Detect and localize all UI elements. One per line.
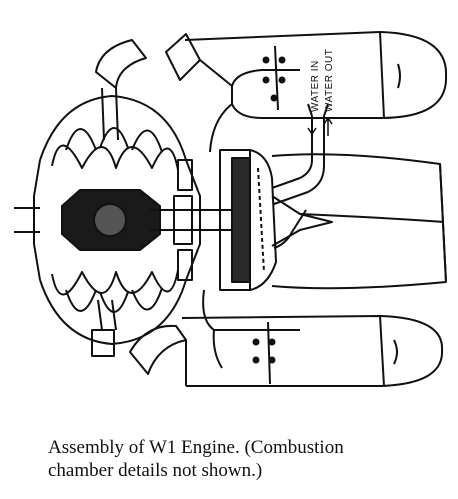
water-pipes [271,103,329,249]
flow-arrows [307,116,333,136]
water-out-label: WATER OUT [324,49,335,112]
water-labels: WATER IN WATER OUT [307,49,335,136]
water-in-label: WATER IN [310,60,321,112]
figure-caption: Assembly of W1 Engine. (Combustion chamb… [48,436,448,482]
caption-line-1: Assembly of W1 Engine. (Combustion [48,437,344,458]
impeller-hub [61,189,161,251]
main-shaft [150,159,236,281]
lower-combustion-chamber [129,289,444,387]
exhaust-cone [271,153,447,290]
lower-outlet-duct [97,299,117,331]
upper-inlet-duct [95,39,147,141]
engine-assembly-drawing: WATER IN WATER OUT [14,31,448,387]
turbine-section [219,149,333,291]
caption-line-2: chamber details not shown.) [48,460,263,481]
upper-combustion-chamber [165,31,448,153]
